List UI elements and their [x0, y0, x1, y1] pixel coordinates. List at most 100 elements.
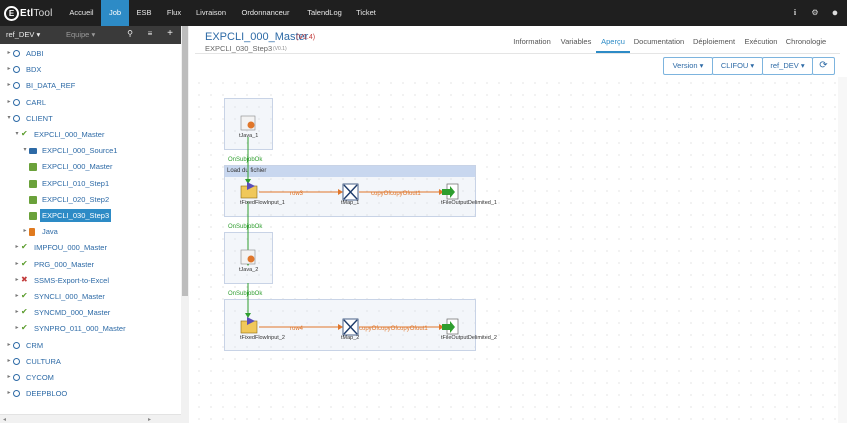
tab-information[interactable]: Information	[508, 31, 556, 53]
tree-item-prg-000-master[interactable]: ▸✔PRG_000_Master	[0, 257, 181, 272]
nav-item-talendlog[interactable]: TalendLog	[298, 0, 351, 26]
tree-item-label: EXPCLI_000_Master	[32, 128, 106, 141]
tree-item-cycom[interactable]: ▸CYCOM	[0, 370, 181, 385]
tree-item-java[interactable]: ▸Java	[0, 224, 181, 239]
tree-item-bdx[interactable]: ▸BDX	[0, 62, 181, 77]
search-icon[interactable]: ⚲	[124, 29, 136, 38]
gear-icon[interactable]: ⚙	[808, 0, 822, 26]
tree-item-adbi[interactable]: ▸ADBI	[0, 46, 181, 61]
nav-item-esb[interactable]: ESB	[129, 0, 159, 26]
tree-item-crm[interactable]: ▸CRM	[0, 338, 181, 353]
tree-item-ssms-export-to-excel[interactable]: ▸✖SSMS-Export-to-Excel	[0, 273, 181, 288]
sidebar-scroll-thumb[interactable]	[182, 26, 188, 296]
chevron-right-icon[interactable]: ▸	[14, 305, 20, 320]
tfileoutputdelimited-2-component[interactable]	[442, 319, 458, 334]
app-logo[interactable]: E EtlTool	[4, 5, 53, 21]
chevron-right-icon[interactable]: ▸	[6, 370, 12, 385]
refresh-button[interactable]: ⟳	[812, 57, 835, 75]
chevron-right-icon[interactable]: ▸	[14, 240, 20, 255]
scroll-right-icon[interactable]: ▸	[148, 416, 151, 423]
chevron-right-icon[interactable]: ▸	[14, 273, 20, 288]
tree-item-expcli-010-step1[interactable]: EXPCLI_010_Step1	[0, 176, 181, 191]
tree-item-syncli-000-master[interactable]: ▸✔SYNCLI_000_Master	[0, 289, 181, 304]
version-dropdown[interactable]: Version ▾	[663, 57, 713, 75]
user-dropdown[interactable]: CLIFOU ▾	[712, 57, 763, 75]
chevron-right-icon[interactable]: ▸	[6, 78, 12, 93]
chevron-right-icon[interactable]: ▸	[6, 386, 12, 401]
job-icon	[29, 196, 37, 204]
tree-item-expcli-000-master[interactable]: ▾✔EXPCLI_000_Master	[0, 127, 181, 142]
job-icon	[29, 163, 37, 171]
tfixedflowinput-2-component[interactable]	[241, 317, 257, 333]
tmap-2-component[interactable]	[343, 319, 358, 335]
tree-item-deepbloo[interactable]: ▸DEEPBLOO	[0, 386, 181, 401]
tree-item-impfou-000-master[interactable]: ▸✔IMPFOU_000_Master	[0, 240, 181, 255]
chevron-right-icon[interactable]: ▸	[14, 289, 20, 304]
tjava-1-component[interactable]	[241, 116, 255, 130]
group-icon	[13, 342, 20, 349]
nav-item-ordonnanceur[interactable]: Ordonnanceur	[233, 0, 298, 26]
group-icon	[13, 82, 20, 89]
list-icon[interactable]: ≡	[144, 29, 156, 38]
tree-item-label: EXPCLI_020_Step2	[40, 193, 111, 206]
nav-item-livraison[interactable]: Livraison	[189, 0, 233, 26]
sidebar-scrollbar[interactable]	[181, 26, 189, 423]
onsubjobok-label-3: OnSubjobOk	[228, 291, 262, 297]
tree-item-expcli-030-step3[interactable]: EXPCLI_030_Step3	[0, 208, 181, 223]
tree-item-syncmd-000-master[interactable]: ▸✔SYNCMD_000_Master	[0, 305, 181, 320]
tree-item-expcli-020-step2[interactable]: EXPCLI_020_Step2	[0, 192, 181, 207]
chevron-right-icon[interactable]: ▸	[22, 224, 28, 239]
env-dropdown[interactable]: ref_DEV ▾	[762, 57, 813, 75]
user-icon[interactable]: ●	[828, 0, 842, 26]
tab-documentation[interactable]: Documentation	[630, 31, 688, 53]
chevron-right-icon[interactable]: ▸	[14, 321, 20, 336]
tab-apercu[interactable]: Aperçu	[596, 31, 630, 53]
tree-item-client[interactable]: ▾CLIENT	[0, 111, 181, 126]
folder-icon	[29, 148, 37, 154]
logo-mark: E	[4, 6, 19, 21]
job-icon	[29, 212, 37, 220]
tree-item-expcli-000-master[interactable]: EXPCLI_000_Master	[0, 159, 181, 174]
env-select[interactable]: ref_DEV ▾	[6, 30, 40, 39]
chevron-right-icon[interactable]: ▸	[6, 95, 12, 110]
page-title: EXPCLI_000_Master	[205, 31, 308, 43]
tfileoutputdelimited-2-label: tFileOutputDelimited_2	[441, 335, 497, 341]
nav-item-job[interactable]: Job	[101, 0, 129, 26]
tjava-2-component[interactable]	[241, 250, 255, 264]
sidebar-horizontal-scrollbar[interactable]: ◂ ▸	[0, 414, 181, 423]
job-design-canvas[interactable]: Load du fichier	[193, 77, 838, 423]
group-icon	[13, 115, 20, 122]
scroll-left-icon[interactable]: ◂	[3, 416, 6, 423]
chevron-right-icon[interactable]: ▸	[6, 354, 12, 369]
tmap-1-component[interactable]	[343, 184, 358, 200]
team-select[interactable]: Equipe ▾	[66, 30, 95, 39]
version-badge: (V1.4)	[296, 34, 315, 41]
chevron-down-icon[interactable]: ▾	[6, 111, 12, 126]
chevron-right-icon[interactable]: ▸	[6, 338, 12, 353]
nav-item-accueil[interactable]: Accueil	[62, 0, 101, 26]
chevron-down-icon[interactable]: ▾	[14, 127, 20, 142]
tree-item-carl[interactable]: ▸CARL	[0, 95, 181, 110]
tab-execution[interactable]: Exécution	[740, 31, 782, 53]
tree-item-synpro-011-000-master[interactable]: ▸✔SYNPRO_011_000_Master	[0, 321, 181, 336]
check-icon: ✔	[21, 324, 29, 332]
tab-deploiement[interactable]: Déploiement	[688, 31, 740, 53]
tab-variables[interactable]: Variables	[556, 31, 596, 53]
tree-item-cultura[interactable]: ▸ CULTURA	[0, 354, 181, 369]
chevron-right-icon[interactable]: ▸	[14, 257, 20, 272]
java-icon	[29, 228, 35, 236]
add-icon[interactable]: +	[164, 28, 176, 39]
chevron-right-icon[interactable]: ▸	[6, 62, 12, 77]
chevron-down-icon[interactable]: ▾	[22, 143, 28, 158]
canvas-scrollbar[interactable]	[838, 77, 847, 423]
nav-item-ticket[interactable]: Ticket	[351, 0, 381, 26]
tree-item-expcli-000-source1[interactable]: ▾EXPCLI_000_Source1	[0, 143, 181, 158]
tree-item-label: CULTURA	[24, 355, 63, 368]
tree-item-bi-data-ref[interactable]: ▸BI_DATA_REF	[0, 78, 181, 93]
tfileoutputdelimited-1-component[interactable]	[442, 184, 458, 199]
tab-chronologie[interactable]: Chronologie	[782, 31, 830, 53]
chevron-right-icon[interactable]: ▸	[6, 46, 12, 61]
tfixedflowinput-1-component[interactable]	[241, 182, 257, 198]
nav-item-flux[interactable]: Flux	[159, 0, 189, 26]
info-icon[interactable]: i	[788, 0, 802, 26]
